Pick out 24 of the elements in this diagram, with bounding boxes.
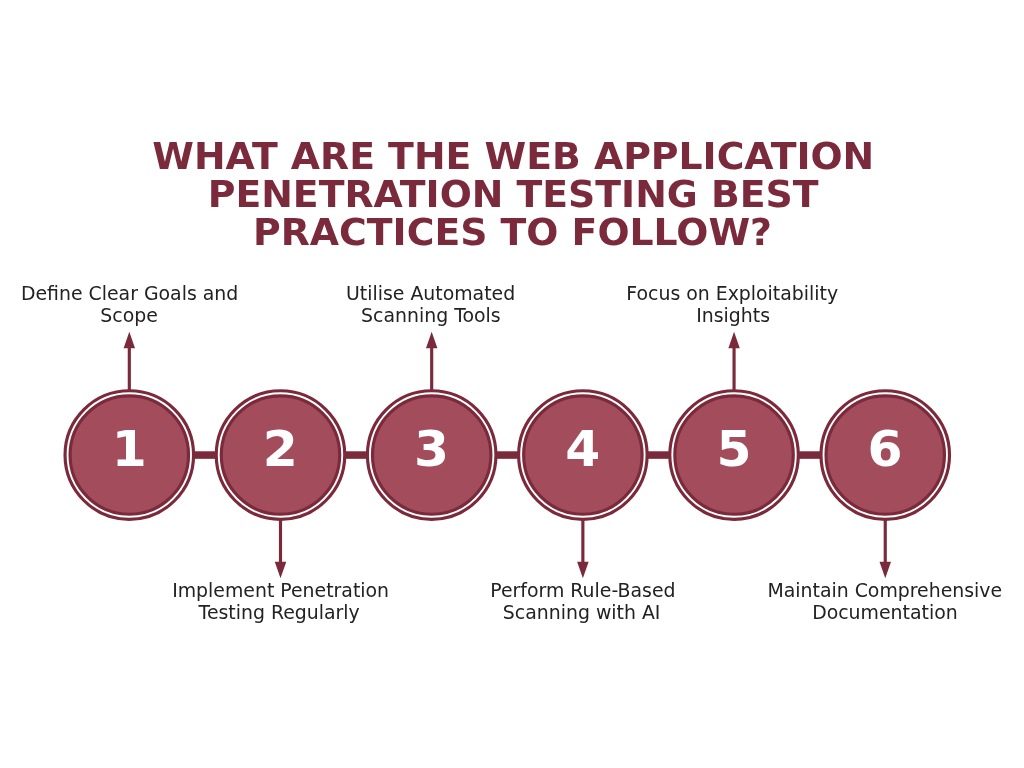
node-text: Focus on Exploitability Insights (626, 281, 839, 325)
node-circle: 5 (668, 388, 800, 521)
connector (496, 450, 519, 459)
node-text: Utilise Automated Scanning Tools (346, 281, 516, 325)
node-circle: 6 (819, 388, 952, 521)
node-text: Perform Rule-Based Scanning with AI (490, 578, 676, 623)
node-text: Define Clear Goals and Scope (20, 281, 239, 325)
node-circle: 4 (517, 388, 649, 521)
node-text: Implement Penetration Testing Regularly (172, 578, 390, 623)
arrow (274, 518, 287, 578)
arrow (728, 331, 740, 391)
arrow (425, 331, 438, 391)
diagram-title: WHAT ARE THE WEB APPLICATION PENETRATION TESTING BEST PRACTICES TO FOLLOW? (152, 133, 875, 254)
connector (344, 450, 368, 459)
connector (647, 450, 670, 459)
node-circle: 3 (365, 388, 498, 521)
node-circle: 1 (63, 388, 196, 521)
node-circle: 2 (214, 388, 347, 521)
arrow (577, 518, 589, 578)
arrow (879, 518, 891, 578)
arrow (123, 331, 136, 391)
connector (193, 450, 217, 459)
node-text: Maintain Comprehensive Documentation (767, 578, 1003, 623)
connector (798, 450, 821, 459)
